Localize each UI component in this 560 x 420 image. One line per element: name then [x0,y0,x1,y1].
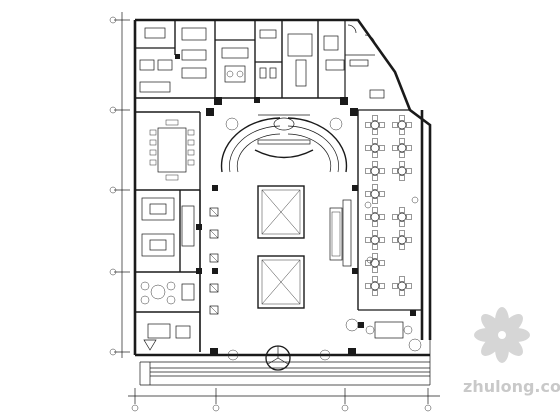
plant-icon [364,201,372,209]
cafe-table-set [365,184,385,204]
bottom-dimension-line [128,388,440,412]
cafe-table-set [365,207,385,227]
central-lobby [199,108,358,371]
cafe-table-set [365,138,385,158]
cafe-table-set [365,115,385,135]
zhulong-flower-logo-icon [474,307,530,363]
plant-icon [366,256,374,264]
upper-office-rooms [135,20,385,105]
cafe-table-set [365,230,385,250]
cafe-table-set [392,115,412,135]
cafe-table-set [392,138,412,158]
right-cafe-seating [345,109,422,352]
cafe-tables [364,115,419,296]
left-room-column [135,111,202,352]
left-dimension-line [109,12,130,358]
cafe-table-set [392,230,412,250]
bottom-terrace [139,340,431,386]
cafe-table-set [392,161,412,181]
cafe-table-set [365,276,385,296]
plant-icon [411,196,419,204]
watermark-text: zhulong.com [463,377,560,396]
cafe-table-set [365,253,385,273]
cafe-table-set [365,161,385,181]
cafe-table-set [392,207,412,227]
cafe-table-set [392,276,412,296]
